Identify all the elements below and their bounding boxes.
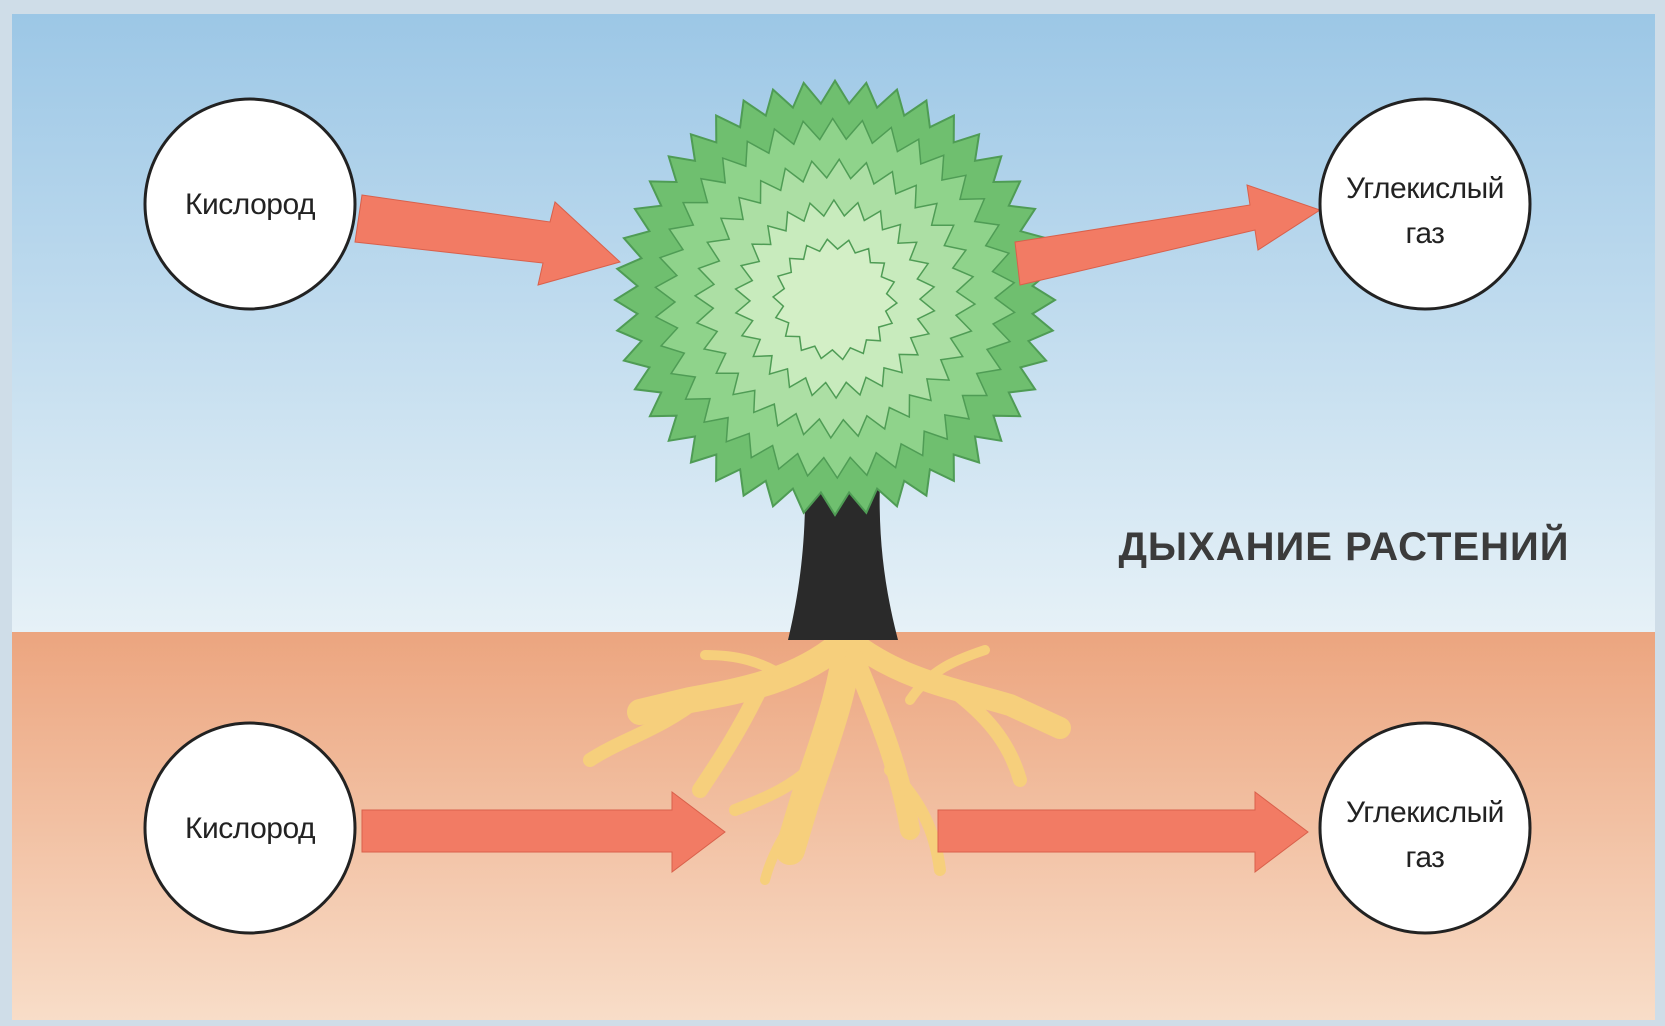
diagram-title: ДЫХАНИЕ РАСТЕНИЙ [1118,523,1569,569]
node-oxygen-top: Кислород [145,99,355,309]
node-co2-bottom: Углекислый газ [1320,723,1530,933]
node-label: газ [1406,841,1445,874]
node-label: газ [1406,217,1445,250]
node-label: Углекислый [1346,172,1504,205]
node-label: Кислород [185,188,315,221]
node-oxygen-bottom: Кислород [145,723,355,933]
node-label: Углекислый [1346,796,1504,829]
node-co2-top: Углекислый газ [1320,99,1530,309]
node-label: Кислород [185,812,315,845]
